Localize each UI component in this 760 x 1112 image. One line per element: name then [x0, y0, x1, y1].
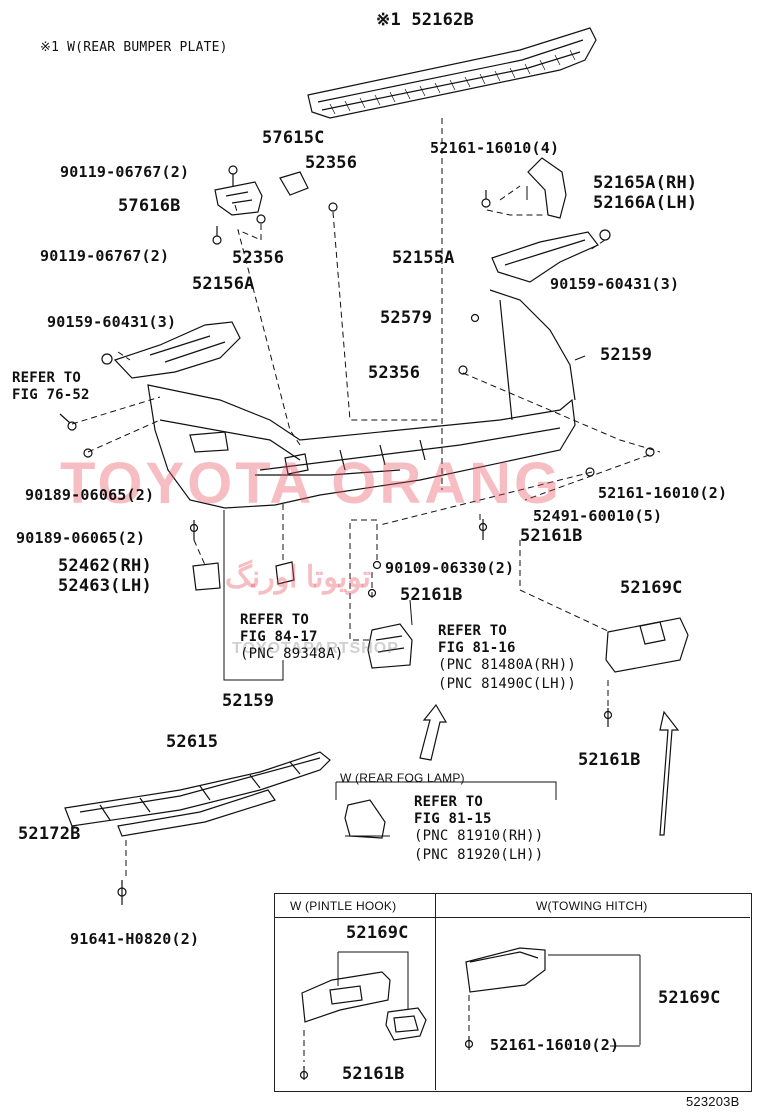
part-90109: 90109-06330(2) [385, 559, 515, 577]
rear-bumper-plate-part [307, 27, 597, 119]
reinforcement-52615 [64, 751, 331, 827]
part-90119-a: 90119-06767(2) [60, 163, 190, 181]
refer4-pnc-rh: (PNC 81910(RH)) [414, 828, 544, 844]
part-52169c-a: 52169C [620, 578, 683, 598]
frame-divider [435, 893, 436, 1090]
refer-label: REFER TO [12, 370, 82, 386]
bracket-57615c [279, 171, 309, 196]
part-57615c: 57615C [262, 128, 325, 148]
fog-lamp-part [344, 799, 386, 839]
towing-hitch-pad [465, 947, 546, 993]
part-90189-b: 90189-06065(2) [16, 529, 146, 547]
part-52161-16010-b: 52161-16010(2) [598, 484, 728, 502]
refer4-label: REFER TO [414, 794, 484, 810]
refer-fig: FIG 76-52 [12, 387, 90, 403]
pintle-hook-pad [301, 971, 427, 1041]
part-52162b: ※1 52162B [376, 10, 474, 30]
absorber-52172b [117, 789, 276, 837]
part-52579: 52579 [380, 308, 433, 328]
figure-id: 523203B [686, 1094, 740, 1109]
pintle-towing-frame [274, 893, 752, 1092]
frame-title-row [274, 893, 750, 918]
towing-hitch-title: W(TOWING HITCH) [536, 899, 648, 913]
header-note: ※1 W(REAR BUMPER PLATE) [40, 40, 228, 55]
part-52161b-c: 52161B [578, 750, 641, 770]
part-52615: 52615 [166, 732, 219, 752]
fog-lamp-title: W (REAR FOG LAMP) [340, 771, 465, 785]
pintle-hook-title: W (PINTLE HOOK) [290, 899, 397, 913]
side-stay-52156a [113, 321, 241, 379]
refer3-label: REFER TO [438, 623, 508, 639]
part-90159-a: 90159-60431(3) [47, 313, 177, 331]
bracket-57616b [214, 181, 263, 216]
step-pad-52169c [605, 617, 689, 673]
side-stay-52155a [491, 231, 599, 283]
refer2-label: REFER TO [240, 612, 310, 628]
part-52165a: 52165A(RH) [593, 173, 698, 193]
rear-lamp-part [367, 623, 413, 669]
part-52161b-d: 52161B [342, 1064, 405, 1084]
reflector-52462 [192, 562, 221, 591]
part-52155a: 52155A [392, 248, 455, 268]
part-52161b-b: 52161B [400, 585, 463, 605]
refer4-fig: FIG 81-15 [414, 811, 492, 827]
refer2-fig: FIG 84-17 [240, 629, 318, 645]
bumper-cover-52159 [147, 289, 576, 509]
sensor-part [275, 561, 295, 585]
arrow-indicators [419, 703, 680, 836]
part-52159-b: 52159 [222, 691, 275, 711]
part-52169c-b: 52169C [346, 923, 409, 943]
part-52161b-a: 52161B [520, 526, 583, 546]
part-90159-b: 90159-60431(3) [550, 275, 680, 293]
part-90119-b: 90119-06767(2) [40, 247, 170, 265]
part-52161-16010-c: 52161-16010(2) [490, 1036, 620, 1054]
part-52169c-c: 52169C [658, 988, 721, 1008]
side-bracket-52165a [527, 157, 567, 219]
part-52159-a: 52159 [600, 345, 653, 365]
part-90189-a: 90189-06065(2) [25, 486, 155, 504]
part-52356-c: 52356 [368, 363, 421, 383]
part-52463: 52463(LH) [58, 576, 152, 596]
clip-icons [59, 165, 655, 1080]
part-52161-16010-a: 52161-16010(4) [430, 139, 560, 157]
part-52462: 52462(RH) [58, 556, 152, 576]
refer3-fig: FIG 81-16 [438, 640, 516, 656]
part-52166a: 52166A(LH) [593, 193, 698, 213]
refer4-pnc-lh: (PNC 81920(LH)) [414, 847, 544, 863]
part-91641: 91641-H0820(2) [70, 930, 200, 948]
part-52356-b: 52356 [232, 248, 285, 268]
part-52172b: 52172B [18, 824, 81, 844]
part-52156a: 52156A [192, 274, 255, 294]
refer2-pnc: (PNC 89348A) [240, 646, 344, 662]
part-52491: 52491-60010(5) [533, 507, 663, 525]
refer3-pnc-rh: (PNC 81480A(RH)) [438, 657, 577, 673]
refer3-pnc-lh: (PNC 81490C(LH)) [438, 676, 577, 692]
part-52356-a: 52356 [305, 153, 358, 173]
part-57616b: 57616B [118, 196, 181, 216]
